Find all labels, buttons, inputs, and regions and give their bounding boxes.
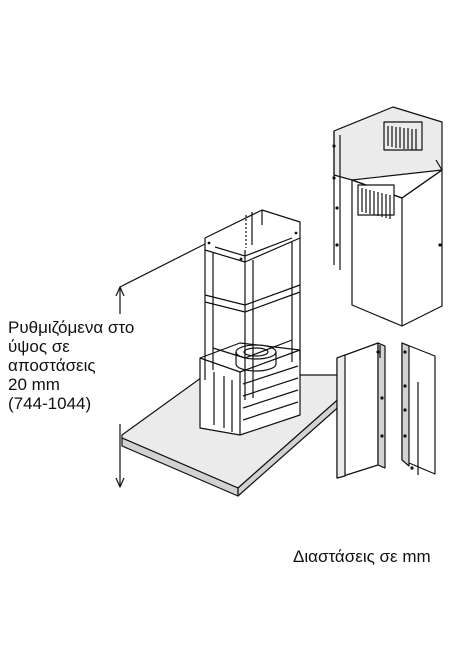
height-label-line: ύψος σε [8, 337, 70, 356]
exhaust-outlet [235, 344, 277, 372]
units-note: Διαστάσεις σε mm [293, 547, 431, 566]
height-label-line: 20 mm [8, 375, 60, 394]
height-label-line: (744-1044) [8, 394, 92, 413]
adjustable-height-label: Ρυθμιζόμενα στο ύψος σε αποστάσεις 20 mm… [8, 318, 134, 413]
height-dimension-line [115, 243, 206, 488]
height-label-line: αποστάσεις [8, 356, 96, 375]
height-label-line: Ρυθμιζόμενα στο [8, 318, 135, 337]
lower-chimney-cover [336, 342, 436, 479]
mounting-frame [204, 209, 301, 400]
upper-vent-slots [357, 121, 423, 219]
screw-holes [207, 144, 442, 470]
upper-chimney-cover [333, 106, 443, 327]
